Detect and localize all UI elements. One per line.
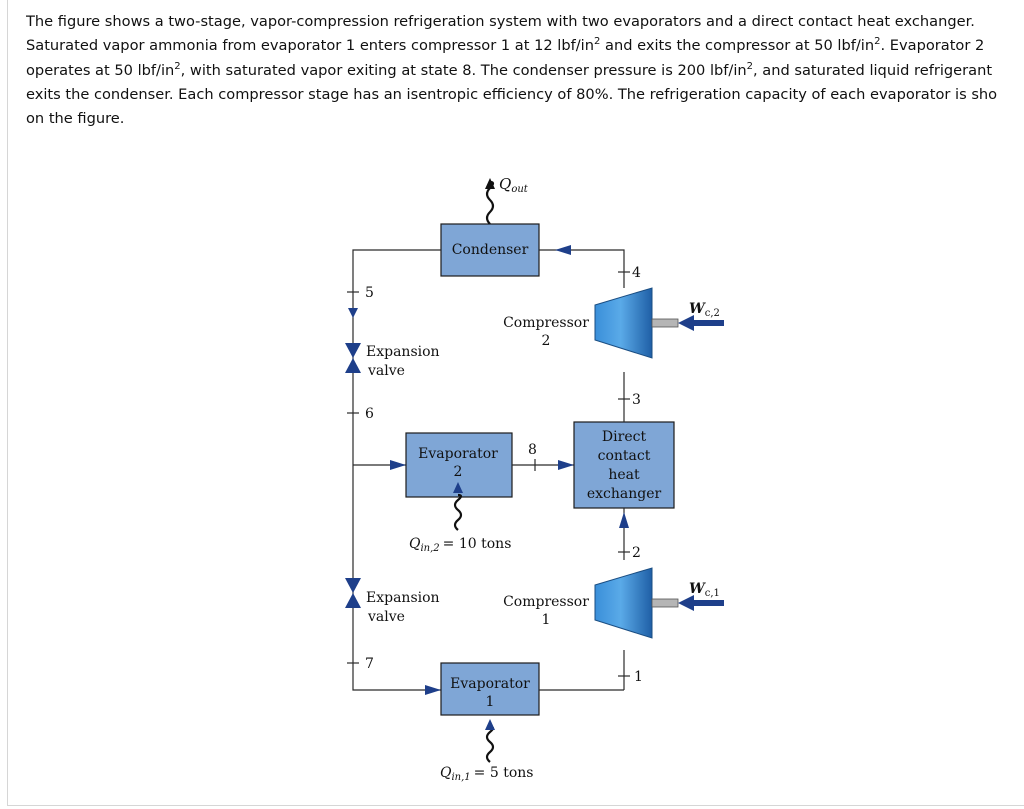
svg-text:Qin,1= 5 tons: Qin,1= 5 tons	[440, 765, 533, 783]
work-input-1: Wc,1	[678, 581, 724, 611]
work-input-2: Wc,2	[678, 301, 724, 331]
evaporator-1-number: 1	[486, 694, 495, 710]
content-frame	[7, 0, 1024, 806]
state-3-marker: 3	[618, 392, 641, 408]
compressor-2: Compressor 2	[503, 287, 679, 359]
svg-text:valve: valve	[367, 363, 405, 379]
svg-text:valve: valve	[367, 609, 405, 625]
state-4-marker: 4	[618, 265, 641, 281]
compressor-2-number: 2	[542, 333, 551, 349]
pipe-4	[539, 249, 625, 288]
expansion-valve-top: Expansion valve	[345, 343, 440, 379]
arrow-down-valve2	[345, 578, 361, 593]
svg-text:4: 4	[632, 265, 641, 281]
compressor-1-number: 1	[542, 612, 551, 628]
problem-line-2-part-2: and exits the compressor at 50 lbf/in	[600, 37, 875, 55]
evaporator-2-number: 2	[454, 464, 463, 480]
q-out-heat-flow: Qout	[485, 175, 529, 225]
hx-label-2: contact	[598, 448, 651, 464]
svg-text:3: 3	[632, 392, 641, 408]
arrow-into-evap2	[390, 460, 406, 470]
expansion-valve-bottom: Expansion valve	[345, 578, 440, 625]
problem-line-5: on the figure.	[26, 110, 125, 128]
evaporator-2-label: Evaporator	[418, 446, 498, 462]
condenser-label: Condenser	[452, 242, 529, 258]
problem-line-3: operates at 50 lbf/in2, with saturated v…	[26, 60, 993, 79]
svg-text:Expansion: Expansion	[366, 344, 440, 360]
svg-text:6: 6	[365, 406, 374, 422]
svg-text:7: 7	[365, 656, 374, 672]
compressor-1: Compressor 1	[503, 567, 679, 639]
arrow-into-hx	[558, 460, 574, 470]
svg-text:Qin,2= 10 tons: Qin,2= 10 tons	[409, 536, 511, 554]
problem-line-2-part-1: Saturated vapor ammonia from evaporator …	[26, 37, 594, 55]
state-7-marker: 7	[347, 656, 374, 672]
svg-text:2: 2	[632, 545, 641, 561]
svg-text:Wc,1: Wc,1	[689, 581, 720, 599]
q-in-1-heat-flow: Qin,1= 5 tons	[440, 719, 533, 783]
svg-text:8: 8	[528, 442, 537, 458]
state-5-marker: 5	[347, 285, 374, 301]
arrow-into-evap1	[425, 685, 441, 695]
svg-text:1: 1	[634, 669, 643, 685]
svg-text:Wc,2: Wc,2	[689, 301, 720, 319]
state-1-marker: 1	[618, 669, 643, 685]
hx-label-3: heat	[608, 467, 640, 483]
evaporator-1-label: Evaporator	[450, 676, 530, 692]
q-in-2-heat-flow: Qin,2= 10 tons	[409, 482, 511, 554]
problem-line-4: exits the condenser. Each compressor sta…	[26, 85, 998, 103]
hx-label-1: Direct	[602, 429, 647, 445]
compressor-2-label: Compressor	[503, 315, 589, 331]
state-8-marker: 8	[528, 442, 537, 471]
state-6-marker: 6	[347, 406, 374, 422]
compressor-1-label: Compressor	[503, 594, 589, 610]
arrow-into-condenser	[555, 245, 571, 255]
problem-line-2: Saturated vapor ammonia from evaporator …	[26, 36, 985, 55]
svg-text:Expansion: Expansion	[366, 590, 440, 606]
left-pipe	[352, 249, 441, 691]
evaporator-1-box	[440, 662, 540, 716]
problem-line-1: The figure shows a two-stage, vapor-comp…	[26, 13, 975, 30]
problem-statement: The figure shows a two-stage, vapor-comp…	[26, 10, 1024, 131]
q-out-label: Qout	[499, 175, 529, 195]
arrow-down-5	[348, 308, 358, 318]
arrow-up-into-hx	[619, 512, 629, 528]
state-2-marker: 2	[618, 545, 641, 561]
direct-contact-heat-exchanger-box	[573, 421, 675, 509]
q-out-arrow	[485, 178, 495, 189]
svg-text:5: 5	[365, 285, 374, 301]
hx-label-4: exchanger	[587, 486, 662, 502]
